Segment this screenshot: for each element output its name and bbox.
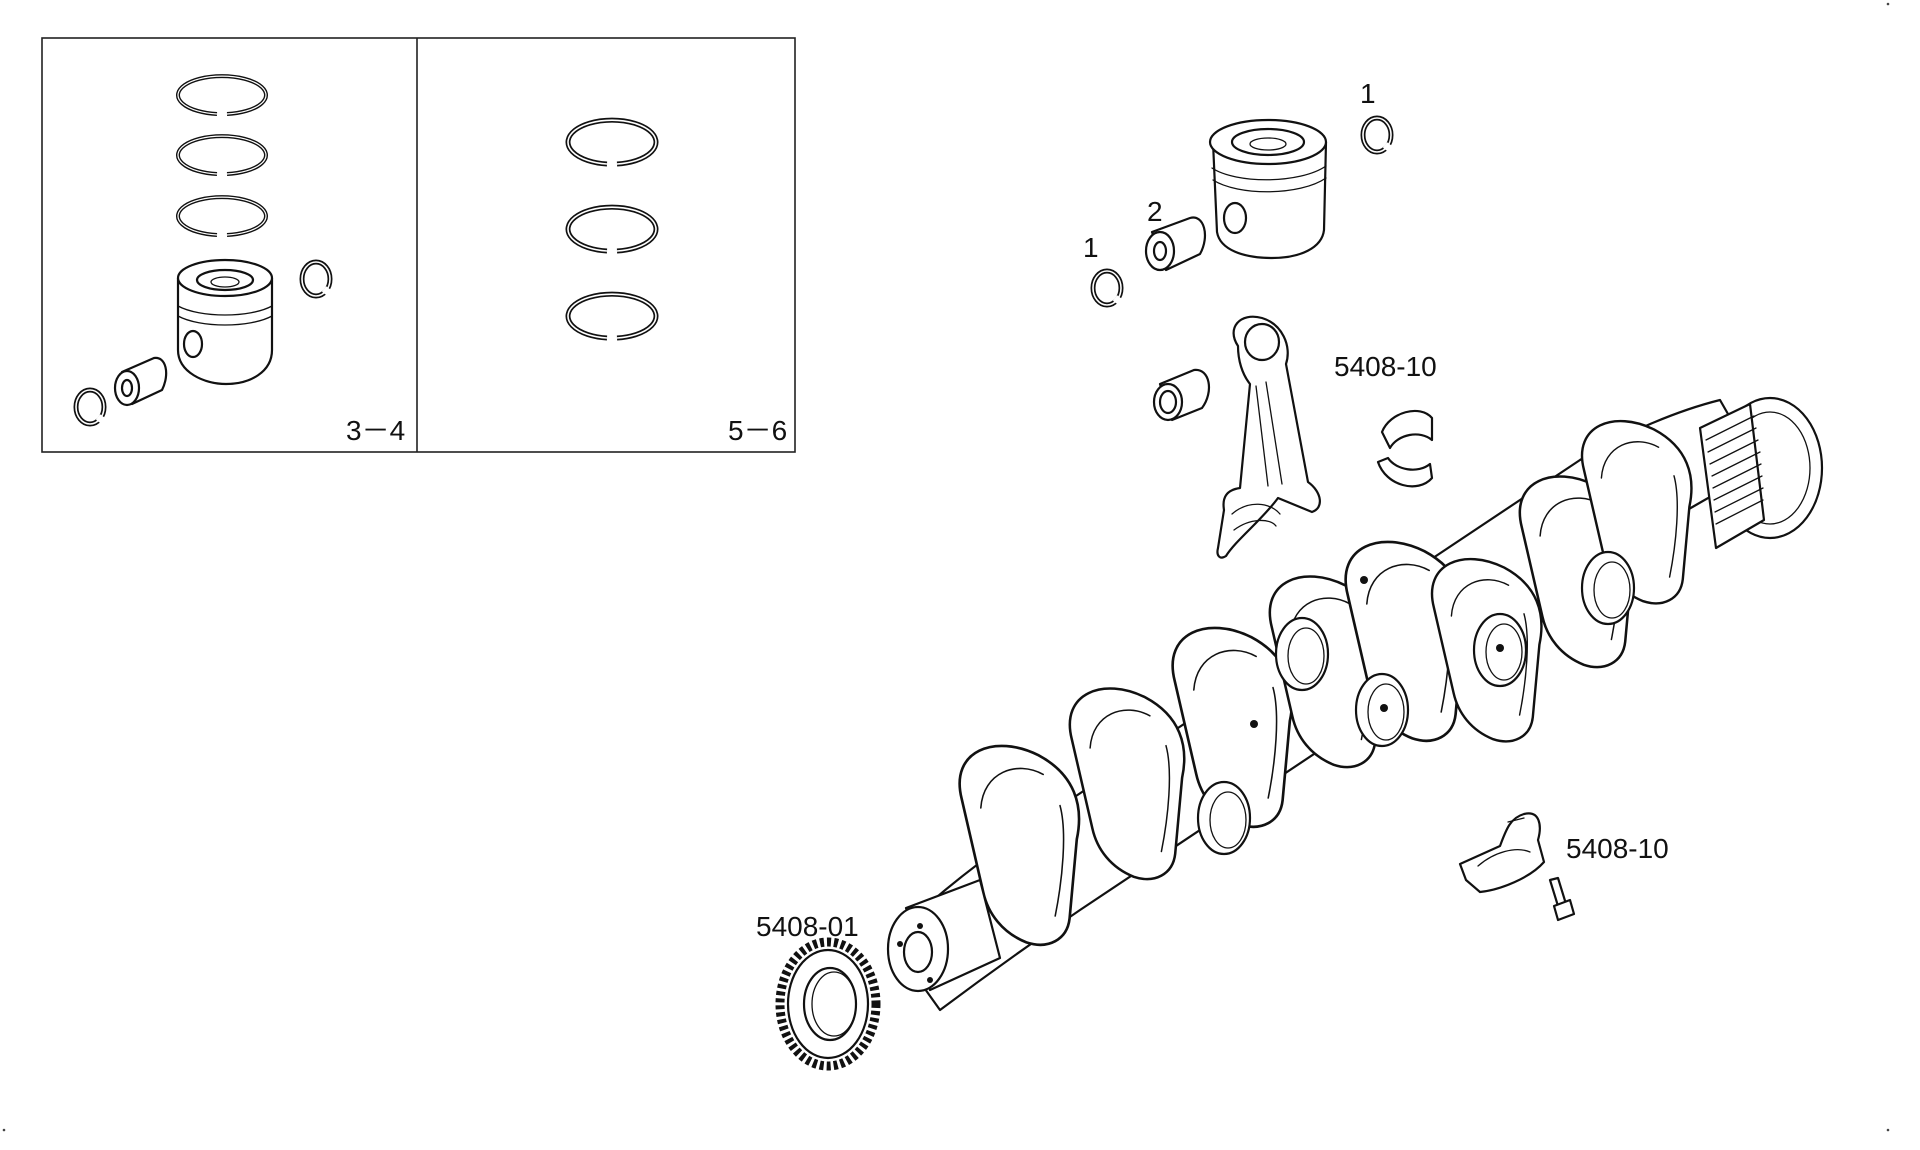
circlip [302,262,332,296]
crank-rear-flange [1698,396,1824,550]
oil-hole [1496,644,1504,652]
conrod-bearing-shells [1376,409,1434,488]
piston-ring [568,207,656,251]
callout-crank-gear: 5408-01 [756,911,859,942]
piston [1208,118,1328,260]
piston-ring-set-variant-b: 5－6 [568,120,787,446]
inset-label-a: 3－4 [346,415,405,446]
main-bearing-bolt [1548,876,1576,922]
page-corner-marks [2,2,1890,1132]
crankshaft [886,396,1824,1012]
crankshaft-gear: 5408-01 [756,911,881,1071]
callout-piston-pin: 2 [1147,196,1163,227]
small-end-bushing [1152,368,1211,422]
piston-pin [113,356,168,407]
oil-hole [1380,704,1388,712]
piston-ring [176,134,268,176]
crank-pin [1196,780,1252,856]
piston-ring [176,74,268,116]
callout-circlip-left: 1 [1083,232,1099,263]
crank-pin [1580,550,1636,626]
piston-ring [568,294,656,338]
piston-pin [1144,216,1207,272]
connecting-rod [1216,315,1321,559]
inset-label-b: 5－6 [728,415,787,446]
piston [176,258,274,386]
circlip [76,390,106,424]
circlip [1093,271,1123,305]
inset-frame [41,37,796,453]
piston-ring [568,120,656,164]
oil-hole [1250,720,1258,728]
piston-assembly: 1 1 2 [1083,78,1393,305]
piston-ring [176,195,268,237]
oil-hole [1360,576,1368,584]
callout-circlip-top: 1 [1360,78,1376,109]
inset-panel [41,37,796,453]
crank-front-snout [886,878,1002,993]
piston-kit-variant-a: 3－4 [76,74,405,446]
crank-pin [1274,616,1330,692]
main-bearing-cap: 5408-10 [1458,812,1669,894]
connecting-rod-assembly: 5408-10 [1152,315,1437,559]
callout-main-bearing: 5408-10 [1566,833,1669,864]
circlip [1363,118,1393,152]
callout-conrod-bearing: 5408-10 [1334,351,1437,382]
